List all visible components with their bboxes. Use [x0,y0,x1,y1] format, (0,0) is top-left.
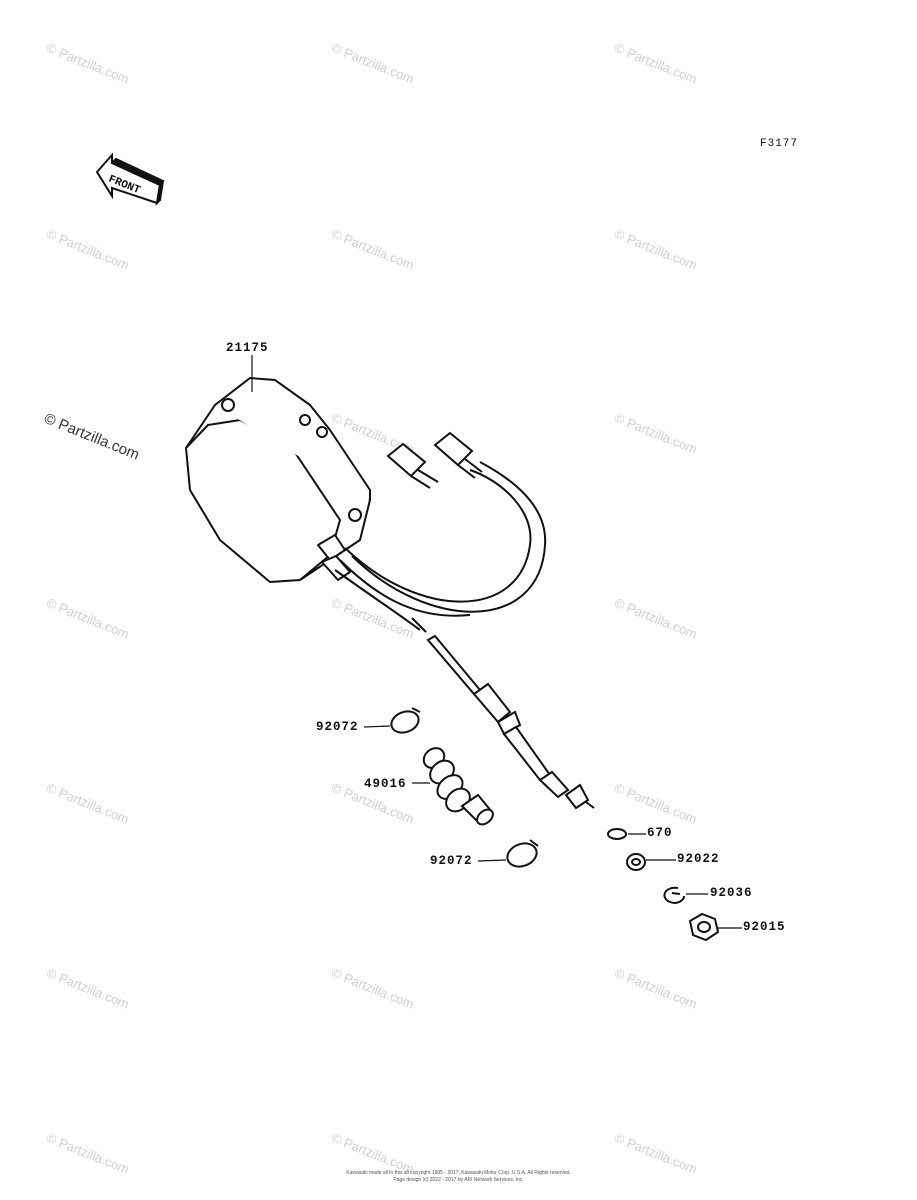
figure-code: F3177 [760,138,799,150]
clamp-lower-icon [506,839,539,868]
washer-icon [626,853,646,871]
part-label-92015[interactable]: 92015 [743,920,786,934]
part-label-92022[interactable]: 92022 [677,852,720,866]
connector-icon [386,431,483,489]
leader-lines [251,355,742,929]
nut-icon [688,912,720,942]
front-arrow-icon: FRONT [95,152,165,206]
control-cable [426,634,595,810]
copyright-line-1: Kawasaki made all in this all copyright … [346,1170,571,1176]
controller-unit [185,377,371,583]
clamp-upper-icon [390,707,421,734]
wiring-harness [334,461,547,633]
part-label-49016[interactable]: 49016 [364,777,407,791]
rubber-boot-icon [422,747,494,826]
copyright-line-2: Page design (c) 2022 - 2017 by ARI Netwo… [393,1177,524,1183]
part-label-21175[interactable]: 21175 [226,341,269,355]
part-label-92072-lower[interactable]: 92072 [430,854,473,868]
part-label-92072-upper[interactable]: 92072 [316,720,359,734]
part-label-670[interactable]: 670 [647,826,673,840]
o-ring-icon [607,828,627,840]
part-label-92036[interactable]: 92036 [710,886,753,900]
lock-washer-icon [663,886,685,904]
